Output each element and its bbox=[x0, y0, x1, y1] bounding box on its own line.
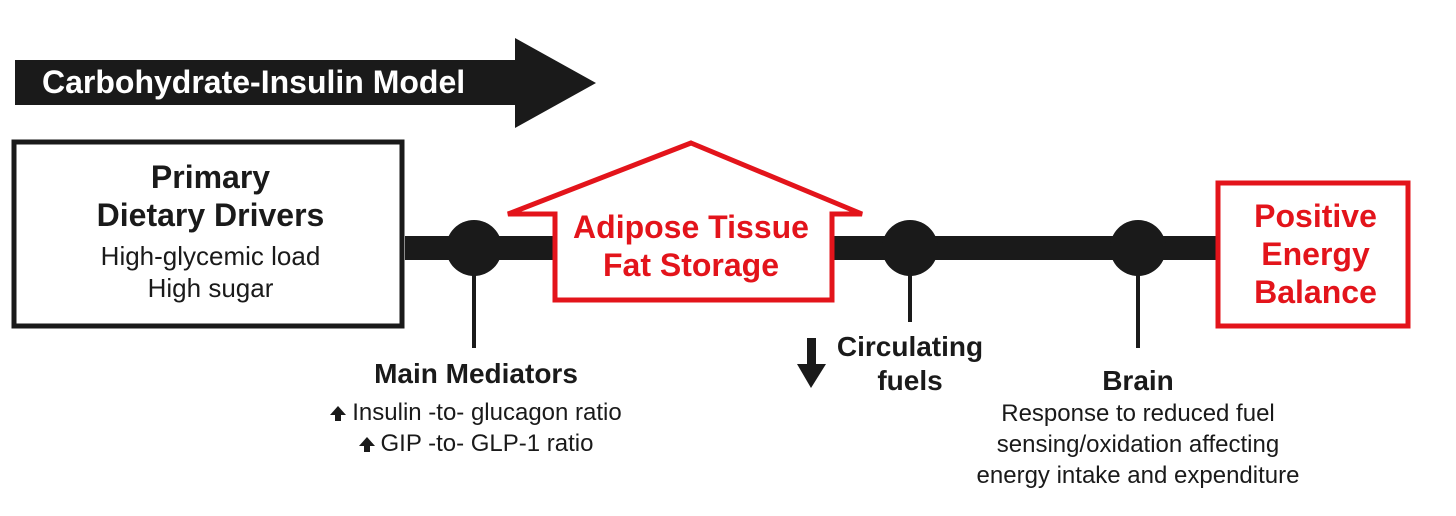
mediators-item: Insulin -to- glucagon ratio bbox=[276, 397, 676, 428]
drivers-box bbox=[11, 139, 405, 329]
brain-line: sensing/oxidation affecting bbox=[996, 431, 1280, 458]
drivers-item: High sugar bbox=[147, 273, 274, 303]
drivers-content: Primary Dietary Drivers High-glycemic lo… bbox=[14, 158, 407, 304]
drivers-title-line1: Primary bbox=[150, 159, 271, 195]
adipose-house bbox=[507, 140, 863, 303]
brain-line: energy intake and expenditure bbox=[976, 462, 1300, 489]
up-arrow-icon bbox=[358, 437, 375, 453]
mediators-node bbox=[446, 220, 502, 276]
brain-content: Brain Response to reduced fuel sensing/o… bbox=[938, 364, 1338, 491]
mediators-title: Main Mediators bbox=[374, 358, 578, 389]
adipose-content: Adipose Tissue Fat Storage bbox=[540, 208, 842, 284]
fuels-line1: Circulating bbox=[836, 331, 984, 362]
adipose-line2: Fat Storage bbox=[602, 247, 780, 283]
outcome-line1: Positive bbox=[1254, 198, 1377, 234]
outcome-box bbox=[1215, 180, 1411, 329]
adipose-line1: Adipose Tissue bbox=[573, 209, 809, 245]
outcome-content: Positive Energy Balance bbox=[1218, 197, 1413, 311]
drivers-item: High-glycemic load bbox=[100, 241, 321, 271]
down-arrow-icon bbox=[797, 338, 826, 388]
fuels-node bbox=[882, 220, 938, 276]
drivers-title-line2: Dietary Drivers bbox=[96, 197, 325, 233]
mediators-item-text: GIP -to- GLP-1 ratio bbox=[380, 430, 594, 457]
mediators-content: Main Mediators Insulin -to- glucagon rat… bbox=[276, 357, 676, 459]
banner-arrow bbox=[15, 38, 596, 128]
mediators-item-text: Insulin -to- glucagon ratio bbox=[352, 399, 622, 426]
brain-node bbox=[1110, 220, 1166, 276]
outcome-line3: Balance bbox=[1254, 274, 1377, 310]
up-arrow-icon bbox=[330, 406, 347, 422]
fuels-line2: fuels bbox=[877, 365, 943, 396]
brain-line: Response to reduced fuel bbox=[1001, 400, 1275, 427]
mediators-item: GIP -to- GLP-1 ratio bbox=[276, 428, 676, 459]
fuels-content: Circulating fuels bbox=[820, 330, 1000, 398]
banner-label: Carbohydrate-Insulin Model bbox=[42, 64, 466, 100]
outcome-line2: Energy bbox=[1261, 236, 1370, 272]
brain-title: Brain bbox=[1102, 365, 1174, 396]
